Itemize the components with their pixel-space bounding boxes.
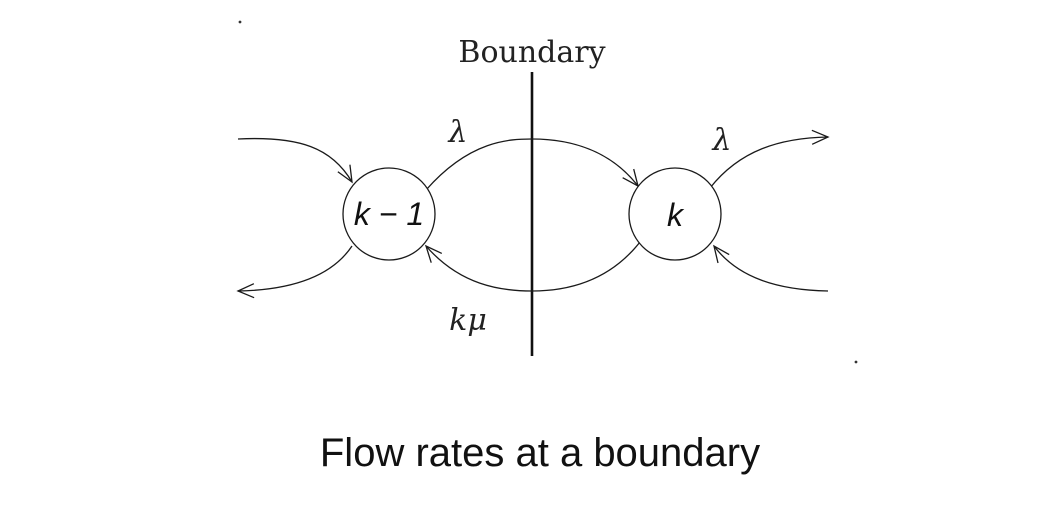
- rate-label-lambda-right: λ: [711, 123, 731, 158]
- arc-out-left: [236, 245, 353, 299]
- state-circle-k: [628, 167, 722, 261]
- state-label-k: k: [667, 197, 685, 233]
- arc-forward-top: [425, 138, 639, 191]
- state-label-k-minus-1: k − 1: [354, 196, 424, 232]
- arc-in-left: [237, 137, 353, 184]
- speck-top-left: [238, 20, 242, 24]
- speck-bottom-right: [854, 360, 858, 364]
- boundary-label: Boundary: [458, 35, 605, 70]
- rate-label-k-mu: kμ: [449, 303, 487, 338]
- arc-out-right: [709, 129, 830, 189]
- arc-backward-bottom: [424, 241, 641, 292]
- rate-label-lambda-top: λ: [447, 115, 467, 150]
- arc-in-right: [713, 244, 829, 292]
- state-circle-k-minus-1: [342, 167, 436, 261]
- caption: Flow rates at a boundary: [320, 431, 760, 475]
